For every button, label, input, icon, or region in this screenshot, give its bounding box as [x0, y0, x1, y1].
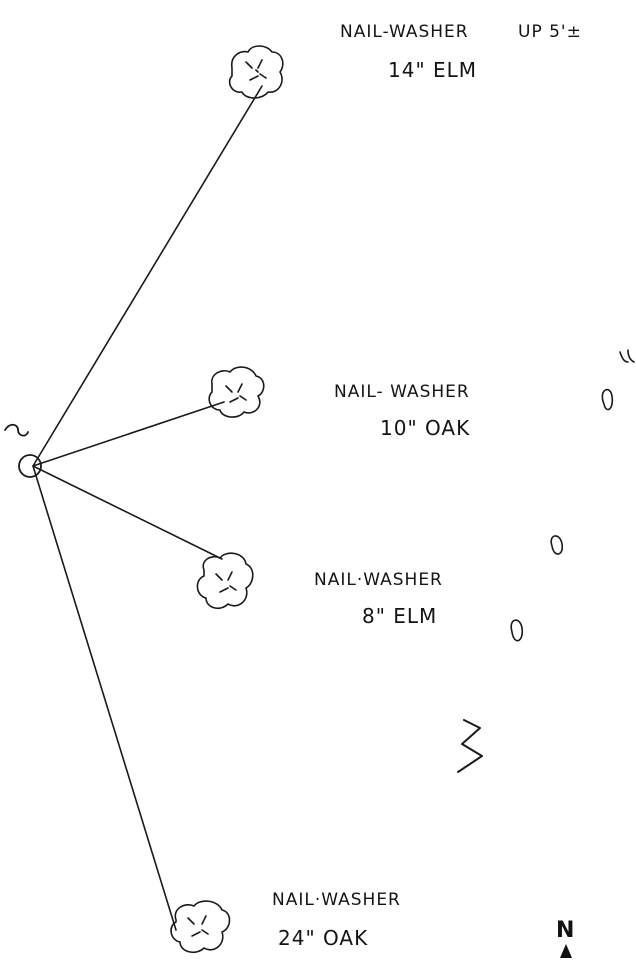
tree-size: 8" ELM: [362, 604, 438, 628]
tree-size: 24" OAK: [278, 926, 369, 950]
line-to-8-elm: [32, 465, 223, 560]
breakline-icon: [4, 423, 29, 437]
tree-canopy-icon: [170, 900, 231, 954]
tree-canopy-icon: [196, 552, 254, 610]
tree-label: NAIL·WASHER: [272, 890, 401, 910]
line-to-14-elm: [32, 85, 263, 467]
top-note-label: NAIL-WASHER: [340, 22, 469, 42]
tree-size: 10" OAK: [380, 416, 471, 440]
tree-canopy-icon: [208, 366, 265, 418]
top-note-tree: 14" ELM: [388, 58, 478, 82]
tree-label: NAIL- WASHER: [334, 382, 470, 402]
north-label: N: [556, 918, 575, 943]
top-note-extra: UP 5'±: [518, 22, 582, 42]
north-arrow-head: [560, 944, 572, 958]
survey-point-icon: [18, 454, 42, 478]
line-to-10-oak: [32, 401, 225, 467]
line-to-24-oak: [32, 465, 177, 931]
north-arrow-icon: N: [554, 918, 580, 961]
tree-label: NAIL·WASHER: [314, 570, 443, 590]
tree-canopy-icon: [228, 45, 284, 99]
